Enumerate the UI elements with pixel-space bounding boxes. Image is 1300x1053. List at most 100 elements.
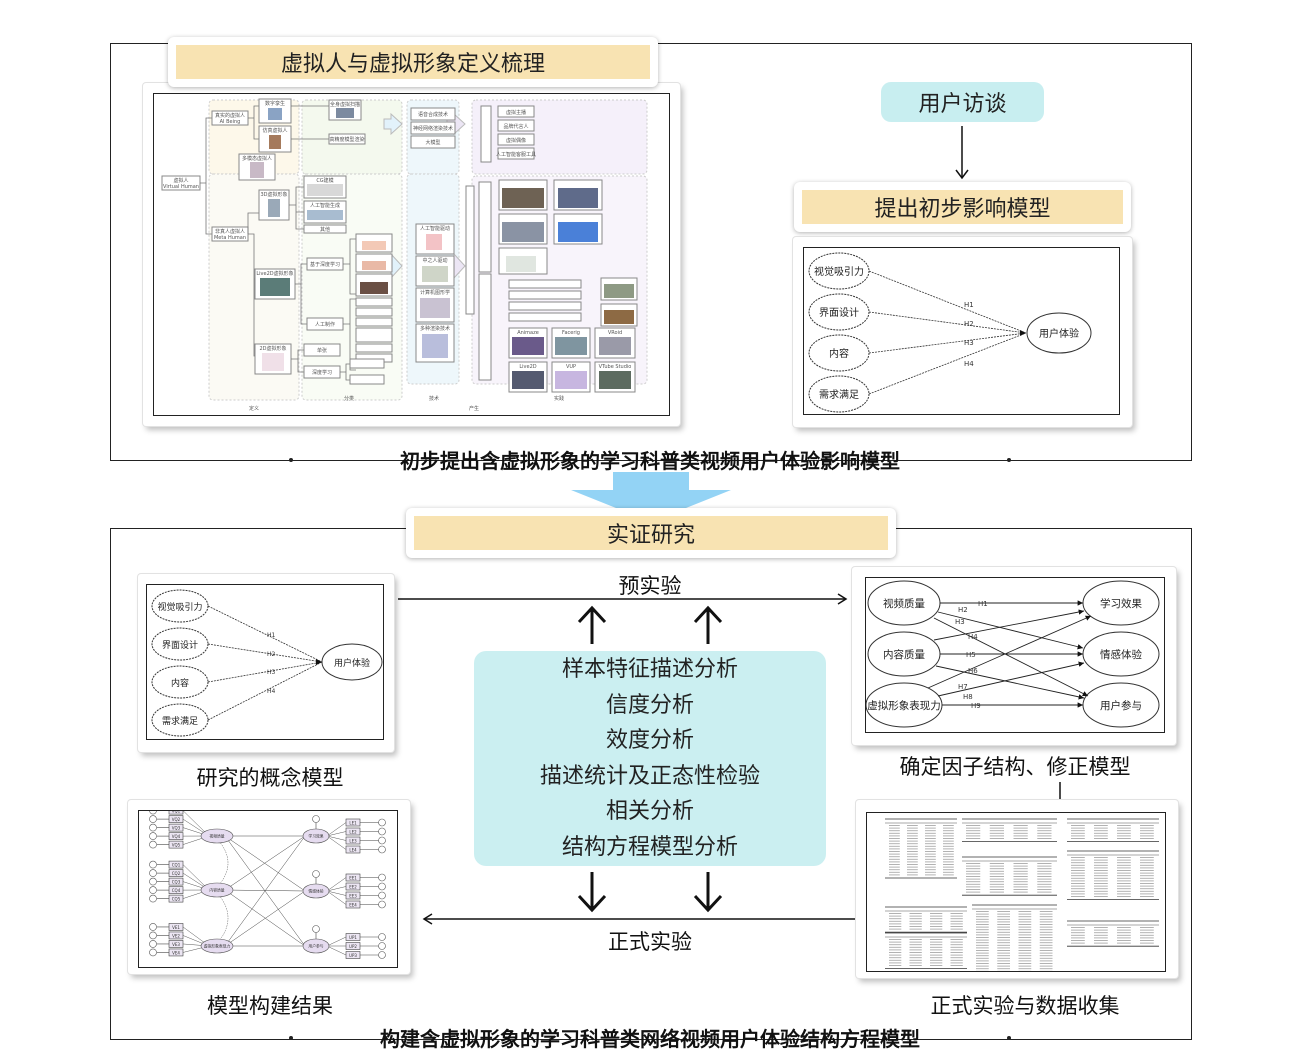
svg-text:基于深度学习: 基于深度学习 [310, 261, 340, 268]
svg-text:其他: 其他 [320, 226, 330, 233]
taxonomy-card: 虚拟人 Virtual Human 真实的虚拟人 AI Being 非真人虚拟人… [143, 83, 680, 426]
path-h4 [868, 332, 1027, 395]
initial-model-factor: 界面设计 [808, 293, 870, 331]
error-term [378, 845, 386, 854]
error-term [149, 815, 157, 823]
indicator-label: LE4 [349, 848, 357, 853]
error-term [149, 877, 157, 886]
initial-model-factor: 视觉吸引力 [808, 252, 870, 290]
indicator-label: VE2 [172, 933, 180, 938]
error-term [149, 806, 157, 815]
svg-text:视觉吸引力: 视觉吸引力 [157, 601, 202, 613]
indicator-label: EE1 [349, 876, 357, 881]
concept-model-factor: 视觉吸引力 [151, 589, 209, 623]
initial-model-card: 视觉吸引力 界面设计 内容 需求满足 用户体验 [793, 237, 1132, 427]
data-tables-svg [885, 818, 1159, 975]
revised-model-target: 用户参与 [1082, 682, 1160, 728]
svg-text:内容: 内容 [829, 347, 849, 360]
svg-text:语音合成技术: 语音合成技术 [418, 111, 448, 118]
hypothesis-label: H4 [964, 360, 974, 368]
svg-text:分类: 分类 [344, 395, 354, 402]
svg-text:大模型: 大模型 [425, 139, 440, 146]
indicator-box [168, 815, 184, 823]
error-term [378, 836, 386, 845]
indicator-label: CQ3 [172, 880, 181, 885]
latent-label: 情感体验 [308, 889, 323, 894]
initial-model-title-tab: 提出初步影响模型 [794, 182, 1131, 232]
initial-model-factor: 内容 [808, 334, 870, 372]
hypothesis-label: H1 [978, 600, 988, 608]
latent-label: 学习效果 [308, 834, 323, 839]
path-h4 [933, 609, 1085, 641]
latent-variable [200, 938, 234, 954]
hypothesis-label: H3 [955, 618, 965, 626]
svg-text:品牌代言人: 品牌代言人 [503, 123, 528, 130]
formal-experiment-label: 正式实验 [608, 930, 692, 954]
loading-path [326, 877, 347, 892]
path-h1 [207, 605, 323, 663]
svg-text:内容质量: 内容质量 [883, 648, 925, 661]
hypothesis-label: H5 [966, 651, 976, 659]
indicator-label: CQ2 [172, 871, 181, 876]
error-term [378, 873, 386, 882]
svg-text:计算机图形学: 计算机图形学 [420, 289, 450, 296]
svg-text:人工智能驱动: 人工智能驱动 [420, 225, 450, 232]
indicator-label: VE3 [172, 942, 180, 947]
hypothesis-label: H3 [267, 669, 276, 676]
svg-text:非真人虚拟人: 非真人虚拟人 [215, 228, 245, 235]
svg-text:需求满足: 需求满足 [162, 715, 198, 727]
indicator-box [168, 948, 184, 957]
latent-variable [200, 882, 234, 898]
loading-path [326, 945, 347, 956]
revised-model-source: 虚拟形象表现力 [865, 682, 943, 728]
hypothesis-label: H9 [971, 702, 981, 710]
indicator-box [168, 860, 184, 869]
svg-text:虚拟主播: 虚拟主播 [506, 109, 526, 116]
analysis-methods-box: 样本特征描述分析 信度分析 效度分析 描述统计及正态性检验 相关分析 结构方程模… [474, 651, 826, 866]
indicator-label: EE4 [349, 903, 357, 908]
loading-path [326, 822, 347, 837]
svg-text:VUP: VUP [566, 364, 576, 370]
arrow-up-icon [693, 605, 723, 644]
indicator-label: VQ1 [172, 811, 181, 814]
svg-text:学习效果: 学习效果 [1100, 597, 1142, 610]
analysis-item: 效度分析 [605, 728, 694, 753]
error-term [149, 940, 157, 948]
path-h1 [868, 270, 1027, 334]
svg-text:多种渲染技术: 多种渲染技术 [420, 325, 450, 332]
error-term [378, 900, 386, 909]
sem-result-caption: 模型构建结果 [207, 994, 333, 1018]
data-collection-card [856, 800, 1178, 978]
indicator-label: VE4 [172, 950, 180, 955]
loading-path [326, 886, 347, 892]
revised-model-svg: 视频质量 内容质量 虚拟形象表现力 学习效果 情感体验 用户参与 [865, 580, 1160, 728]
hypothesis-label: H4 [968, 633, 978, 641]
analysis-item: 样本特征描述分析 [561, 657, 738, 682]
svg-text:CG建模: CG建模 [316, 177, 333, 184]
indicator-label: LE3 [349, 839, 357, 844]
svg-text:虚拟形象表现力: 虚拟形象表现力 [867, 699, 941, 712]
arrow-down-icon [693, 872, 723, 913]
error-term [378, 891, 386, 900]
arrowhead [316, 659, 322, 665]
svg-text:3D虚拟形象: 3D虚拟形象 [260, 191, 287, 198]
concept-model-factor: 界面设计 [151, 627, 209, 661]
disturbance-term [312, 815, 320, 823]
path-h2 [868, 311, 1027, 334]
error-term [149, 840, 157, 849]
data-collection-caption: 正式实验与数据收集 [930, 994, 1120, 1018]
structural-path [224, 835, 306, 892]
indicator-label: LE2 [349, 830, 357, 835]
latent-variable [200, 828, 234, 844]
error-term [149, 860, 157, 869]
svg-text:VRoid: VRoid [608, 330, 622, 336]
indicator-box [168, 877, 184, 886]
concept-model-outcome: 用户体验 [321, 643, 383, 681]
indicator-label: VQ4 [172, 834, 181, 839]
svg-text:界面设计: 界面设计 [819, 306, 859, 319]
disturbance-term [312, 925, 320, 933]
svg-text:视觉吸引力: 视觉吸引力 [814, 265, 864, 278]
svg-text:用户体验: 用户体验 [334, 657, 370, 669]
